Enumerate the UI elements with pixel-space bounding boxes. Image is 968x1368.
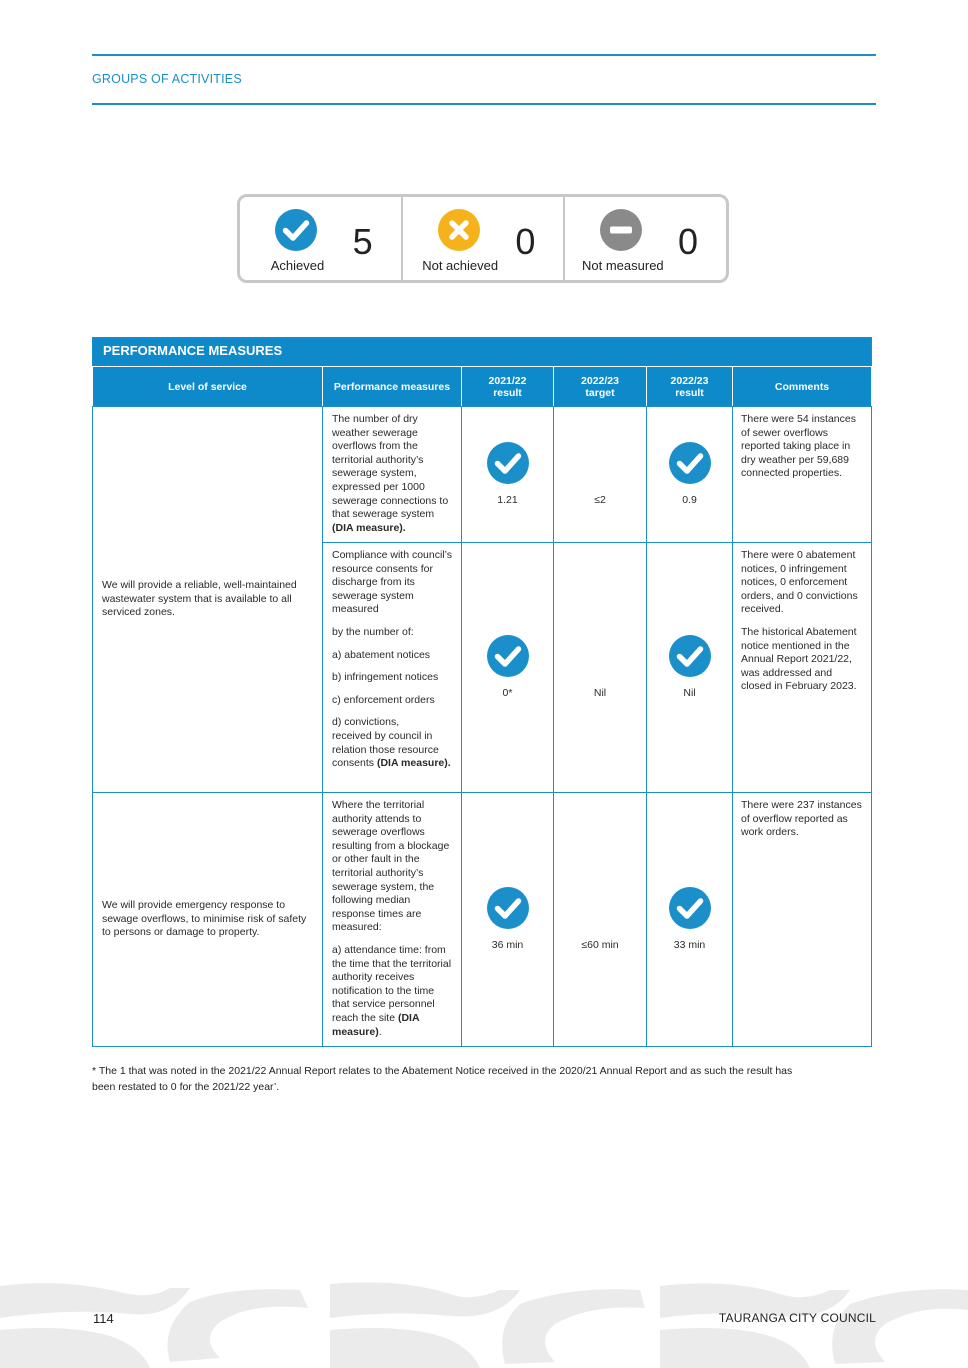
header-level-of-service: Level of service (92, 366, 323, 407)
measure-resource-consents: Compliance with council’s resource conse… (322, 542, 462, 793)
result-value: 33 min (673, 938, 706, 951)
measure-text: Where the territorial authority attends … (332, 799, 450, 934)
target-value: Nil (593, 686, 607, 699)
target-2223: ≤60 min (553, 792, 647, 1047)
measure-item: d) convictions, received by council in r… (332, 716, 453, 770)
summary-achieved: 5 Achieved (240, 197, 403, 280)
section-title: GROUPS OF ACTIVITIES (92, 72, 242, 86)
header-text: 2022/23 (670, 374, 709, 387)
summary-not-achieved: 0 Not achieved (403, 197, 566, 280)
check-circle-icon (486, 886, 529, 929)
measure-text: by the number of: (332, 625, 414, 638)
results-summary: 5 Achieved 0 Not achieved 0 Not measured (237, 194, 729, 283)
check-circle-icon (668, 441, 711, 484)
check-circle-icon (668, 634, 711, 677)
header-rule-top (92, 54, 876, 56)
target-2223: ≤2 (553, 406, 647, 543)
cross-circle-icon (437, 209, 480, 251)
measure-text: a) attendance time: from the time that t… (332, 944, 453, 1039)
measure-end: . (378, 1025, 382, 1038)
minus-circle-icon (600, 209, 643, 251)
dia-measure-label: (DIA measure) (332, 1011, 420, 1038)
comment-cell: There were 54 instances of sewer overflo… (731, 406, 873, 543)
result-2223: 33 min (646, 792, 733, 1047)
result-2223: 0.9 (646, 406, 733, 543)
header-performance-measures: Performance measures (322, 366, 462, 407)
header-comments: Comments (731, 366, 873, 407)
result-2122: 36 min (461, 792, 554, 1047)
comment-text: There were 54 instances of sewer overflo… (741, 413, 856, 480)
header-rule-bottom (92, 103, 876, 105)
measure-item-text: a) attendance time: from the time that t… (332, 943, 452, 1024)
check-circle-icon (486, 441, 529, 484)
not-achieved-count: 0 (515, 221, 536, 262)
measure-item-text: d) convictions, received by council in r… (332, 716, 439, 770)
measure-item: b) infringement notices (332, 671, 439, 684)
comment-text: There were 0 abatement notices, 0 infrin… (741, 549, 858, 616)
table-row: We will provide a reliable, well-maintai… (92, 406, 873, 793)
dia-measure-label: (DIA measure). (376, 757, 451, 770)
table-row: Compliance with council’s resource conse… (93, 542, 873, 793)
header-text: 2022/23 (581, 374, 619, 387)
comment-cell: There were 237 instances of overflow rep… (731, 792, 873, 1047)
table-row: We will provide emergency response to se… (92, 792, 873, 1047)
koru-pattern-decoration (0, 1282, 968, 1368)
comment-text: There were 237 instances of overflow rep… (741, 799, 862, 839)
page-number: 114 (93, 1311, 114, 1326)
not-achieved-label: Not achieved (422, 258, 499, 273)
header-text: result (675, 386, 704, 399)
table-title: PERFORMANCE MEASURES (91, 337, 873, 367)
comment-text: The historical Abatement notice mentione… (741, 625, 857, 693)
header-text: target (585, 386, 615, 399)
measure-item: c) enforcement orders (332, 693, 435, 706)
measure-dry-weather-overflows: The number of dry weather sewerage overf… (322, 406, 462, 543)
check-circle-icon (275, 209, 317, 251)
result-value: 0* (502, 686, 513, 699)
target-value: ≤60 min (581, 938, 619, 951)
council-name: TAURANGA CITY COUNCIL (718, 1311, 876, 1325)
result-2122: 0* (461, 542, 554, 793)
result-2122: 1.21 (461, 406, 554, 543)
target-2223: Nil (553, 542, 647, 793)
measure-item: a) abatement notices (332, 648, 431, 661)
result-value: Nil (683, 686, 696, 699)
level-of-service-emergency: We will provide emergency response to se… (92, 792, 323, 1047)
comment-cell: There were 0 abatement notices, 0 infrin… (731, 542, 873, 793)
measure-response-times: Where the territorial authority attends … (322, 792, 462, 1047)
result-value: 36 min (491, 938, 524, 951)
check-circle-icon (486, 634, 529, 677)
result-2223: Nil (646, 542, 733, 793)
dia-measure-label: (DIA measure). (332, 521, 406, 534)
achieved-label: Achieved (270, 258, 325, 273)
measure-text: The number of dry weather sewerage overf… (332, 413, 449, 521)
header-text: 2021/22 (488, 374, 527, 387)
result-value: 0.9 (682, 493, 697, 506)
summary-not-measured: 0 Not measured (565, 197, 726, 280)
level-of-service-reliable: We will provide a reliable, well-maintai… (92, 406, 323, 793)
not-measured-label: Not measured (582, 258, 664, 273)
performance-measures-table: PERFORMANCE MEASURES Level of service Pe… (91, 337, 873, 1047)
header-text: result (493, 386, 522, 399)
not-measured-count: 0 (677, 221, 699, 262)
check-circle-icon (668, 886, 711, 929)
result-value: 1.21 (497, 493, 518, 506)
measure-text: Compliance with council’s resource conse… (332, 549, 453, 616)
footnote: * The 1 that was noted in the 2021/22 An… (92, 1065, 793, 1093)
target-value: ≤2 (594, 493, 606, 506)
achieved-count: 5 (352, 221, 373, 262)
